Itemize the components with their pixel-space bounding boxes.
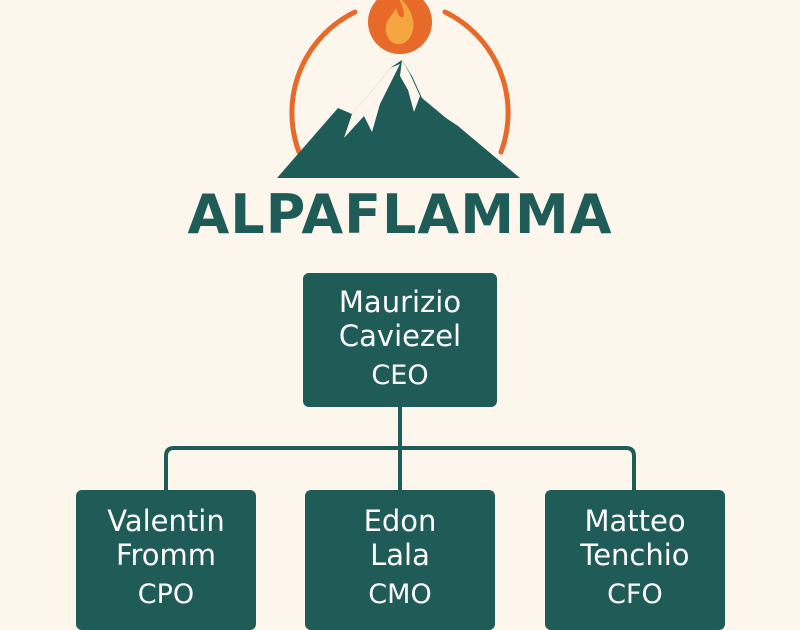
node-name-line2: Fromm bbox=[115, 538, 217, 572]
logo-flame bbox=[385, 0, 414, 45]
org-node-cpo: Valentin Fromm CPO bbox=[76, 490, 256, 630]
org-node-cmo: Edon Lala CMO bbox=[305, 490, 495, 630]
logo-snow-left bbox=[344, 64, 400, 138]
node-name-line1: Edon bbox=[363, 504, 437, 538]
mountain-flame-icon bbox=[277, 0, 520, 178]
logo-snow-right bbox=[400, 60, 420, 112]
node-name-line2: Caviezel bbox=[338, 319, 462, 353]
node-role: CFO bbox=[607, 579, 663, 610]
logo-mountain bbox=[277, 60, 520, 178]
logo-ring-left bbox=[289, 9, 358, 155]
node-name-line1: Matteo bbox=[584, 504, 686, 538]
node-role: CMO bbox=[368, 579, 432, 610]
node-name-line1: Maurizio bbox=[338, 285, 462, 319]
org-node-cfo: Matteo Tenchio CFO bbox=[545, 490, 725, 630]
org-node-ceo: Maurizio Caviezel CEO bbox=[303, 273, 497, 407]
logo-ring-right bbox=[442, 9, 511, 155]
node-name-line2: Tenchio bbox=[580, 538, 690, 572]
node-name-line1: Valentin bbox=[107, 504, 225, 538]
node-role: CPO bbox=[137, 579, 195, 610]
org-chart-connectors bbox=[164, 407, 636, 490]
node-role: CEO bbox=[371, 360, 429, 391]
node-name-line2: Lala bbox=[370, 538, 430, 572]
brand-name: ALPAFLAMMA bbox=[187, 183, 613, 246]
